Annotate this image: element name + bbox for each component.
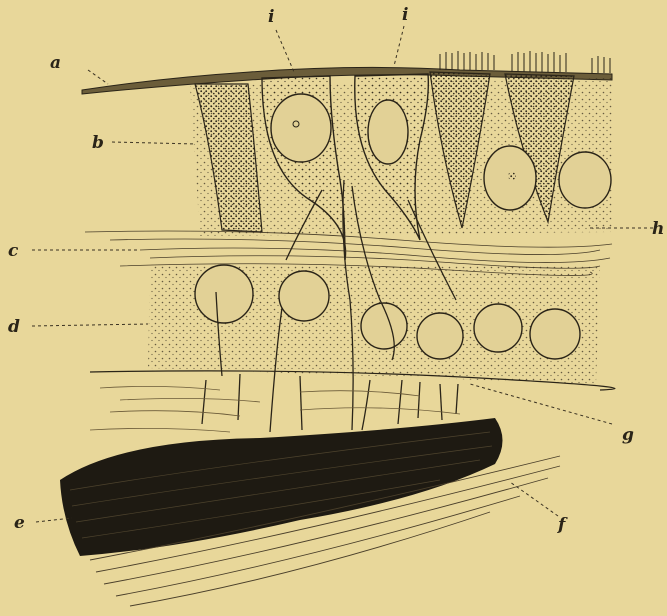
label-d: d bbox=[8, 317, 20, 337]
label-h: h bbox=[652, 219, 664, 239]
label-f: f bbox=[557, 515, 568, 535]
label-g: g bbox=[622, 425, 634, 445]
label-i-left: i bbox=[268, 7, 274, 27]
label-c: c bbox=[8, 241, 19, 261]
connective-tissue bbox=[90, 386, 460, 432]
label-b: b bbox=[92, 133, 104, 153]
label-e: e bbox=[14, 513, 25, 533]
label-a: a bbox=[50, 53, 61, 73]
label-i-right: i bbox=[402, 5, 408, 25]
nucleolus bbox=[508, 172, 516, 180]
